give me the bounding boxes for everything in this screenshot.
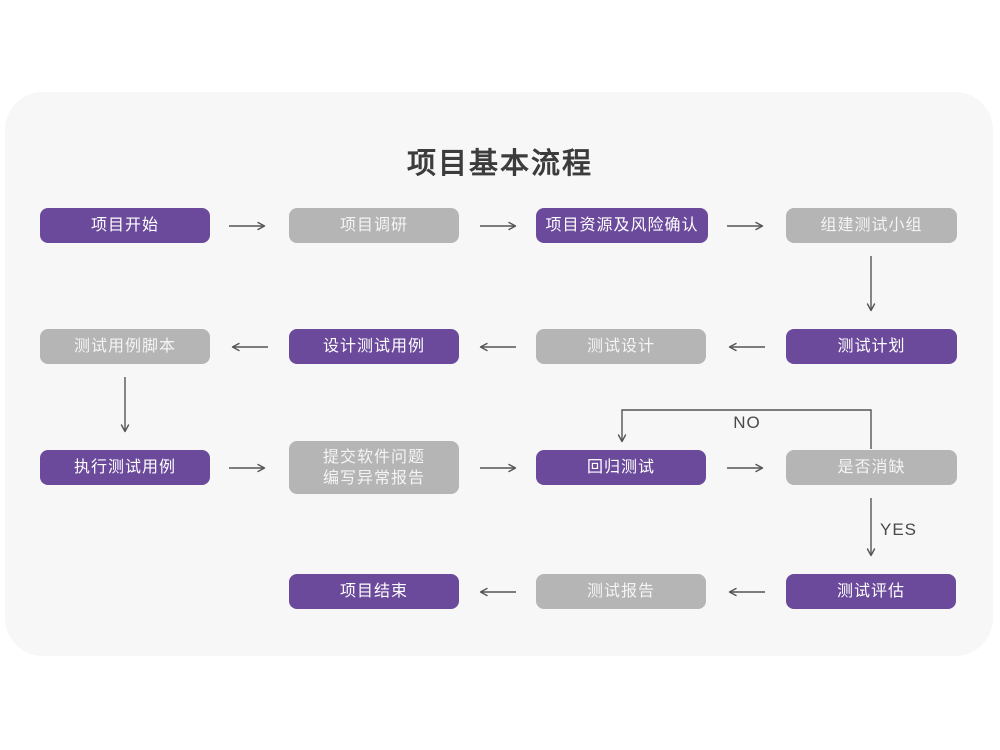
- node-execute-test-cases: 执行测试用例: [40, 450, 210, 485]
- node-project-research: 项目调研: [289, 208, 459, 243]
- node-test-design: 测试设计: [536, 329, 706, 364]
- node-test-evaluation: 测试评估: [786, 574, 956, 609]
- yes-branch-label: YES: [880, 520, 918, 539]
- node-project-start: 项目开始: [40, 208, 210, 243]
- node-project-end-label: 项目结束: [339, 583, 408, 600]
- node-regression-test: 回归测试: [536, 450, 706, 485]
- flowchart-title: 项目基本流程: [406, 148, 593, 180]
- node-test-report: 测试报告: [536, 574, 706, 609]
- node-test-evaluation-label: 测试评估: [836, 583, 905, 600]
- node-resource-risk-confirm-label: 项目资源及风险确认: [545, 217, 699, 234]
- node-build-test-team: 组建测试小组: [786, 208, 957, 243]
- node-project-research-label: 项目调研: [339, 217, 408, 234]
- node-regression-test-label: 回归测试: [586, 459, 655, 476]
- node-test-case-script-label: 测试用例脚本: [73, 338, 176, 355]
- node-test-plan: 测试计划: [786, 329, 957, 364]
- node-design-test-cases-label: 设计测试用例: [322, 338, 425, 355]
- node-submit-issue-report-line2: 编写异常报告: [322, 469, 425, 487]
- node-execute-test-cases-label: 执行测试用例: [73, 459, 176, 476]
- node-submit-issue-report: 提交软件问题 编写异常报告: [289, 441, 459, 494]
- node-test-report-label: 测试报告: [586, 583, 655, 600]
- node-project-end: 项目结束: [289, 574, 459, 609]
- flowchart-card-background: [5, 92, 993, 656]
- node-defect-resolved: 是否消缺: [786, 450, 957, 485]
- node-test-plan-label: 测试计划: [837, 338, 906, 355]
- node-resource-risk-confirm: 项目资源及风险确认: [536, 208, 708, 243]
- no-branch-label: NO: [733, 413, 761, 432]
- node-defect-resolved-label: 是否消缺: [837, 459, 906, 476]
- node-test-case-script: 测试用例脚本: [40, 329, 210, 364]
- node-test-design-label: 测试设计: [586, 338, 655, 355]
- node-project-start-label: 项目开始: [90, 217, 159, 234]
- node-design-test-cases: 设计测试用例: [289, 329, 459, 364]
- node-build-test-team-label: 组建测试小组: [820, 217, 923, 234]
- node-submit-issue-report-line1: 提交软件问题: [322, 448, 425, 466]
